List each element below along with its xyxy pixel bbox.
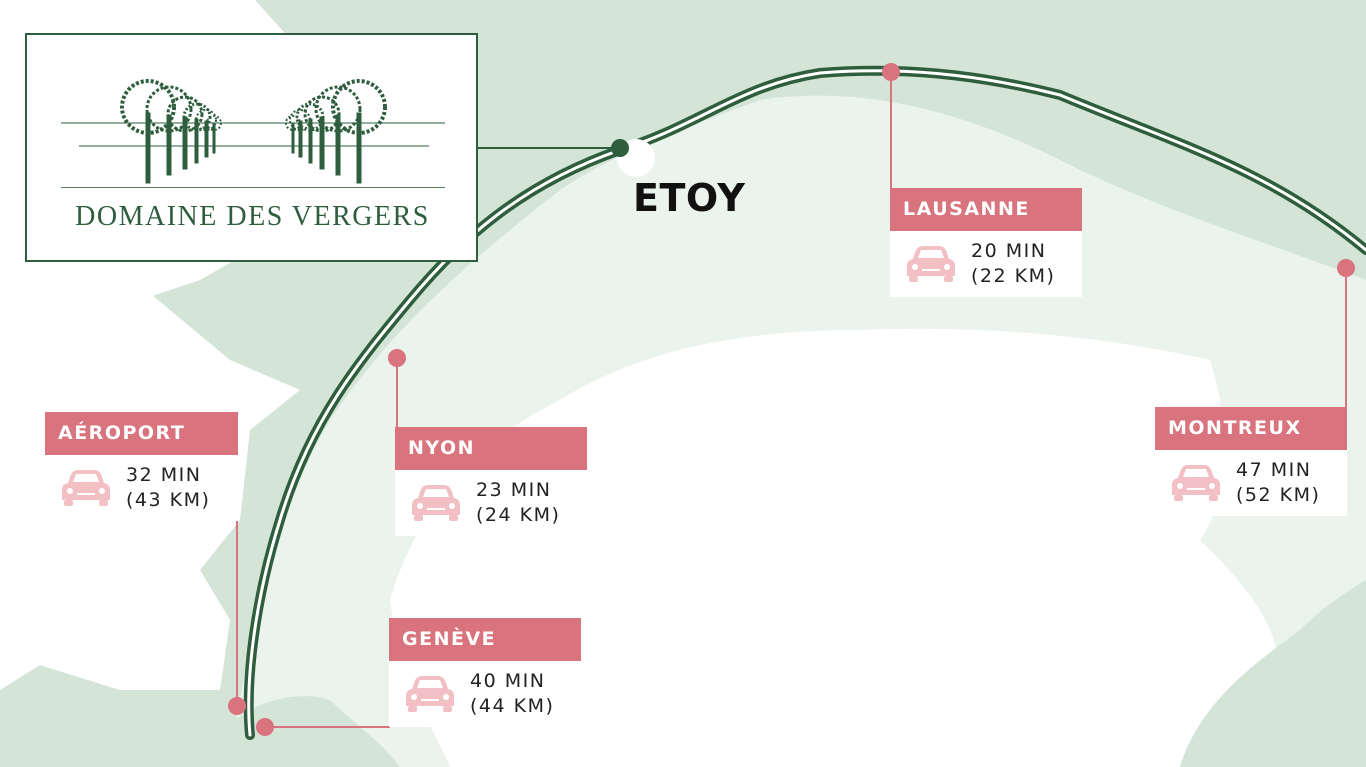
travel-time: 23 MIN [476, 479, 552, 501]
land-south [1180, 580, 1366, 767]
travel-info: 23 MIN (24 KM) [476, 478, 560, 528]
brand-name: DOMAINE DES VERGERS [75, 201, 430, 232]
destination-info: 23 MIN (24 KM) [395, 470, 587, 536]
destination-info: 20 MIN (22 KM) [890, 231, 1082, 297]
travel-info: 47 MIN (52 KM) [1236, 458, 1320, 508]
marker-nyon [388, 349, 406, 367]
travel-info: 32 MIN (43 KM) [126, 463, 210, 513]
destination-title: LAUSANNE [890, 188, 1082, 231]
car-icon [412, 485, 460, 521]
destination-card-lausanne: LAUSANNE 20 MIN (22 KM) [890, 188, 1082, 297]
lake-deep [390, 328, 1280, 767]
travel-distance: (52 KM) [1236, 484, 1321, 506]
destination-title: GENÈVE [389, 618, 581, 661]
car-icon [406, 676, 454, 712]
car-icon [907, 246, 955, 282]
land-southwest [235, 696, 400, 767]
travel-time: 40 MIN [470, 670, 546, 692]
destination-card-geneve: GENÈVE 40 MIN (44 KM) [389, 618, 581, 727]
travel-distance: (44 KM) [470, 695, 555, 717]
travel-time: 20 MIN [971, 240, 1047, 262]
orchard-trees-logo-icon [61, 79, 445, 184]
travel-time: 32 MIN [126, 464, 202, 486]
marker-etoy [611, 139, 629, 157]
travel-distance: (24 KM) [476, 504, 561, 526]
destination-card-nyon: NYON 23 MIN (24 KM) [395, 427, 587, 536]
brand-logo-box: DOMAINE DES VERGERS [25, 33, 478, 262]
destination-card-aeroport: AÉROPORT 32 MIN (43 KM) [45, 412, 238, 521]
destination-card-montreux: MONTREUX 47 MIN (52 KM) [1155, 407, 1347, 516]
destination-info: 47 MIN (52 KM) [1155, 450, 1347, 516]
travel-info: 40 MIN (44 KM) [470, 669, 554, 719]
car-icon [62, 470, 110, 506]
travel-time: 47 MIN [1236, 459, 1312, 481]
marker-aeroport [228, 697, 246, 715]
destination-info: 32 MIN (43 KM) [45, 455, 238, 521]
travel-distance: (22 KM) [971, 265, 1056, 287]
destination-title: MONTREUX [1155, 407, 1347, 450]
marker-geneve [256, 718, 274, 736]
destination-title: AÉROPORT [45, 412, 238, 455]
marker-lausanne [882, 63, 900, 81]
travel-info: 20 MIN (22 KM) [971, 239, 1055, 289]
travel-distance: (43 KM) [126, 489, 211, 511]
destination-title: NYON [395, 427, 587, 470]
car-icon [1172, 465, 1220, 501]
destination-info: 40 MIN (44 KM) [389, 661, 581, 727]
home-location-label: ETOY [633, 176, 746, 220]
marker-montreux [1337, 259, 1355, 277]
logo-divider [61, 187, 445, 188]
